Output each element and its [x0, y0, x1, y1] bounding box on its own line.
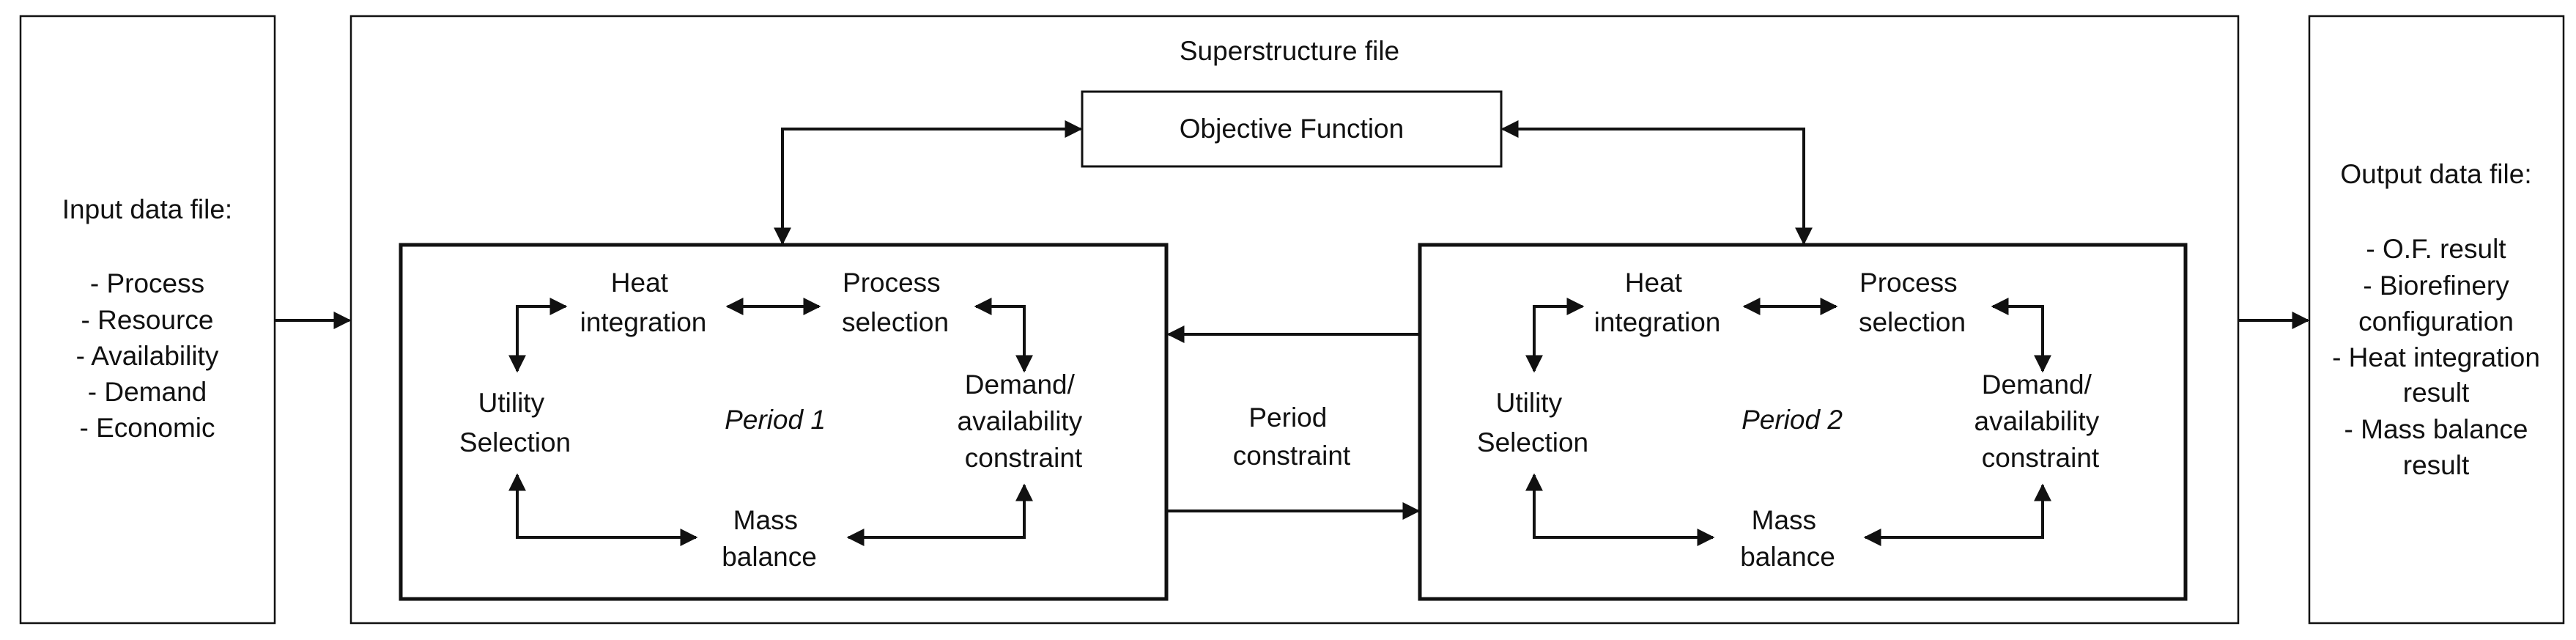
output-item-heat-result: result [2403, 378, 2470, 408]
objective-period-1-arrow [774, 120, 1083, 246]
period-1-mass-label: Mass balance [722, 505, 817, 572]
period-2-mass-label: Mass balance [1740, 505, 1835, 572]
period-1-heat-label: Heat integration [580, 268, 707, 337]
objective-function-box [1081, 90, 1503, 168]
period-2-demand-label: Demand/ availability constraint [1974, 369, 2107, 473]
period-1-name: Period 1 [725, 405, 826, 435]
input-item-availability: - Availability [76, 341, 219, 371]
input-box-title: Input data file: [62, 194, 232, 224]
objective-period-2-arrow [1500, 120, 1813, 246]
period-1-mass-demand-arrow [846, 483, 1033, 546]
period-2-mass-demand-arrow [1863, 483, 2051, 546]
period-2-heat-utility-arrow [1525, 298, 1585, 373]
output-data-box [2308, 15, 2565, 625]
period-1-heat-utility-arrow [508, 298, 568, 373]
period-1-process-demand-arrow [974, 298, 1033, 373]
input-item-economic: - Economic [79, 413, 215, 443]
period-1-demand-label: Demand/ availability constraint [958, 369, 1090, 473]
output-box-title: Output data file: [2340, 159, 2531, 189]
input-data-box [19, 15, 276, 625]
period-1-process-label: Process selection [842, 268, 949, 337]
input-item-demand: - Demand [88, 377, 207, 407]
period-constraint-label: Period constraint [1233, 402, 1351, 471]
output-item-mass-balance: - Mass balance [2344, 414, 2528, 444]
output-item-mass-result: result [2403, 450, 2470, 480]
output-item-biorefinery: - Biorefinery [2363, 271, 2509, 301]
output-item-of-result: - O.F. result [2366, 234, 2506, 264]
output-item-heat-integration: - Heat integration [2332, 342, 2540, 372]
input-item-process: - Process [90, 268, 204, 298]
input-item-resource: - Resource [81, 305, 214, 335]
output-item-configuration: configuration [2358, 306, 2514, 336]
objective-function-label: Objective Function [1180, 114, 1404, 144]
period-2-process-label: Process selection [1859, 268, 1966, 337]
superstructure-title: Superstructure file [1180, 36, 1399, 66]
period-2-heat-label: Heat integration [1594, 268, 1721, 337]
period-2-process-demand-arrow [1991, 298, 2051, 373]
period-2-name: Period 2 [1742, 405, 1843, 435]
period-1-utility-mass-arrow [508, 473, 698, 546]
period-1-utility-label: Utility Selection [459, 388, 571, 457]
period-2-utility-label: Utility Selection [1477, 388, 1588, 457]
period-2-utility-mass-arrow [1525, 473, 1715, 546]
